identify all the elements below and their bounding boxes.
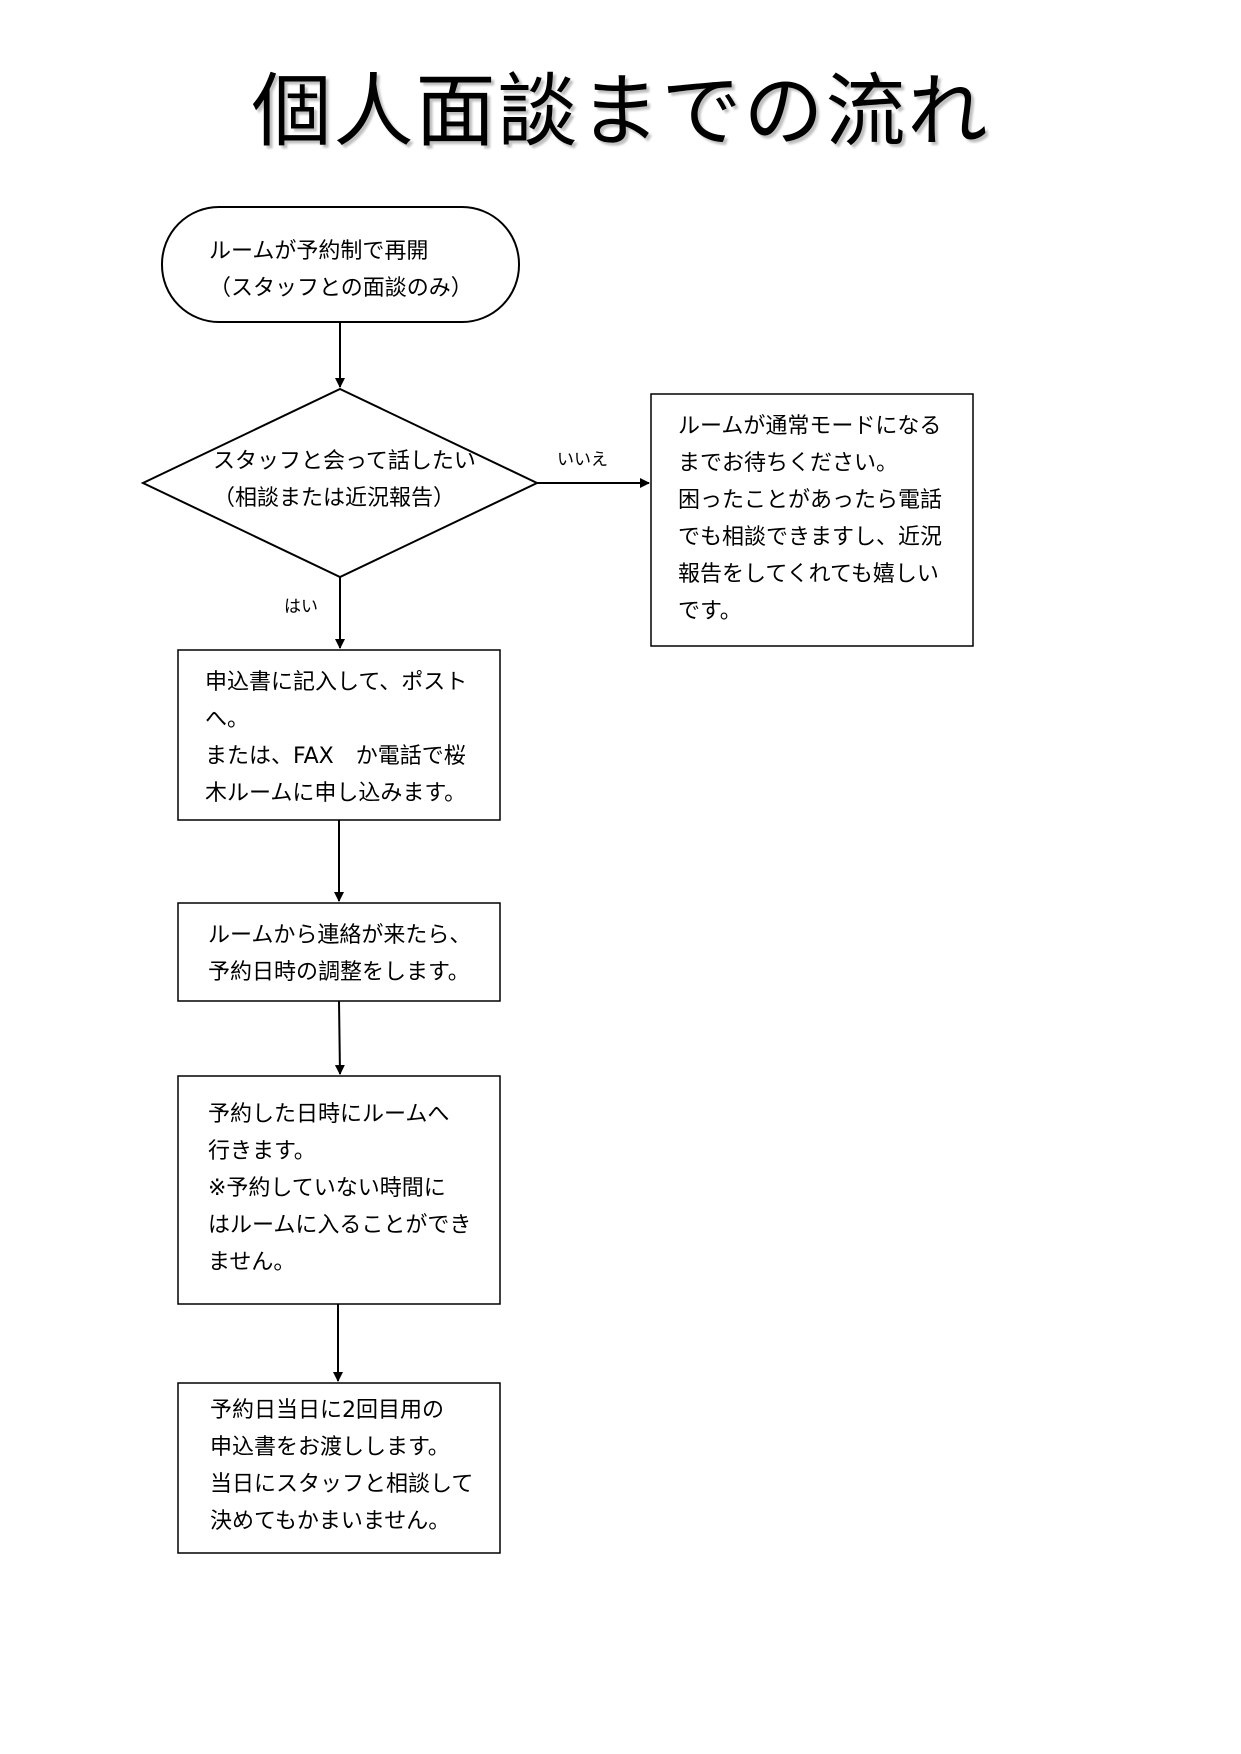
no-result-box-shape xyxy=(650,393,974,647)
step2-text: ルームから連絡が来たら、 予約日時の調整をします。 xyxy=(208,923,472,985)
step1-text: 申込書に記入して、ポスト へ。 または、FAX か電話で桜 木ルームに申し込みま… xyxy=(205,670,468,806)
step3-box-shape xyxy=(177,1075,501,1305)
edge-label-no: いいえ xyxy=(557,450,608,470)
decision-text: スタッフと会って話したい （相談または近況報告） xyxy=(213,449,476,511)
step4-box-shape xyxy=(177,1382,501,1554)
step1-box-shape xyxy=(177,649,501,821)
step3-text: 予約した日時にルームへ 行きます。 ※予約していない時間に はルームに入ることが… xyxy=(208,1102,472,1275)
step2-box-shape xyxy=(177,902,501,1002)
arrow-step2-to-step3 xyxy=(334,1000,345,1075)
page-title: 個人面談までの流れ xyxy=(251,65,990,158)
no-result-text: ルームが通常モードになる までお待ちください。 困ったことがあったら電話 でも相… xyxy=(678,414,943,624)
start-terminal-text: ルームが予約制で再開 （スタッフとの面談のみ） xyxy=(209,239,473,301)
step4-text: 予約日当日に2回目用の 申込書をお渡しします。 当日にスタッフと相談して 決めて… xyxy=(210,1398,474,1534)
edge-label-yes: はい xyxy=(284,597,318,617)
